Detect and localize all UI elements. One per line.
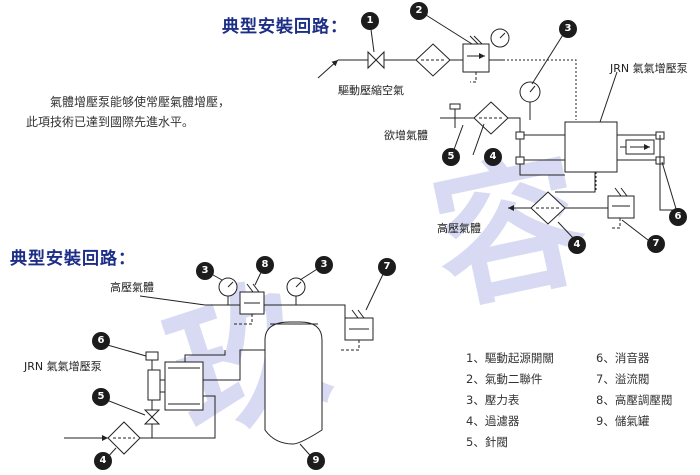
- label-drive-air: 驅動壓縮空氣: [338, 84, 404, 97]
- callout-5-bottom: 5: [92, 388, 110, 406]
- storage-tank-9: [264, 321, 323, 445]
- label-hp-gas-top: 高壓氣體: [437, 222, 481, 235]
- callout-1-top: 1: [361, 12, 379, 30]
- top-pump-body: [564, 121, 618, 173]
- label-pump-bottom: JRN 氣氣增壓泵: [24, 360, 102, 373]
- legend-item-4: 4、過濾器: [466, 414, 520, 428]
- legend-item-6: 6、消音器: [596, 351, 650, 365]
- callout-2-top: 2: [410, 2, 428, 20]
- callout-3b-bottom: 3: [315, 256, 333, 274]
- callout-4-bottom: 4: [94, 452, 112, 470]
- bottom-needle-valve-5: [143, 409, 161, 425]
- label-gas-to-boost: 欲增氣體: [384, 129, 428, 142]
- top-section-title: 典型安裝回路：: [222, 17, 348, 37]
- legend-item-9: 9、儲氣罐: [596, 414, 650, 428]
- frl-unit-2: [462, 43, 490, 73]
- description-line-2: 此項技術已達到國際先進水平。: [26, 115, 195, 129]
- legend-item-3: 3、壓力表: [466, 393, 520, 407]
- callout-8-bottom: 8: [256, 256, 274, 274]
- bottom-pump-body: [164, 361, 204, 411]
- callout-7-bottom: 7: [378, 258, 396, 276]
- label-hp-gas-bottom: 高壓氣體: [110, 281, 154, 294]
- callout-7-top: 7: [647, 235, 665, 253]
- bottom-silencer-6: [145, 351, 159, 361]
- callout-6-top: 6: [669, 208, 687, 226]
- drive-air-inlet-arrow: [317, 59, 339, 79]
- bottom-section-title: 典型安裝回路：: [10, 249, 136, 269]
- callout-5-top: 5: [442, 148, 460, 166]
- callout-9-bottom: 9: [307, 452, 325, 470]
- callout-3-top: 3: [559, 20, 577, 38]
- top-relief-valve-7: [607, 195, 635, 219]
- callout-3a-bottom: 3: [196, 262, 214, 280]
- bottom-hp-gas-line: [139, 295, 206, 306]
- description-line-1: 氣體增壓泵能够使常壓氣體增壓，: [50, 95, 231, 109]
- callout-6-bottom: 6: [92, 332, 110, 350]
- drive-valve-1: [367, 50, 385, 70]
- callout-4-top-outlet: 4: [568, 236, 586, 254]
- legend-item-7: 7、溢流閥: [596, 372, 650, 386]
- legend-item-2: 2、氣動二聯件: [466, 372, 543, 386]
- callout-4-top: 4: [484, 148, 502, 166]
- label-pump-top: JRN 氣氣增壓泵: [610, 62, 688, 75]
- legend-item-8: 8、高壓調壓閥: [596, 393, 673, 407]
- description: 氣體增壓泵能够使常壓氣體增壓， 此項技術已達到國際先進水平。: [26, 92, 230, 132]
- legend-item-1: 1、驅動起源開關: [466, 351, 554, 365]
- legend-item-5: 5、針閥: [466, 435, 508, 449]
